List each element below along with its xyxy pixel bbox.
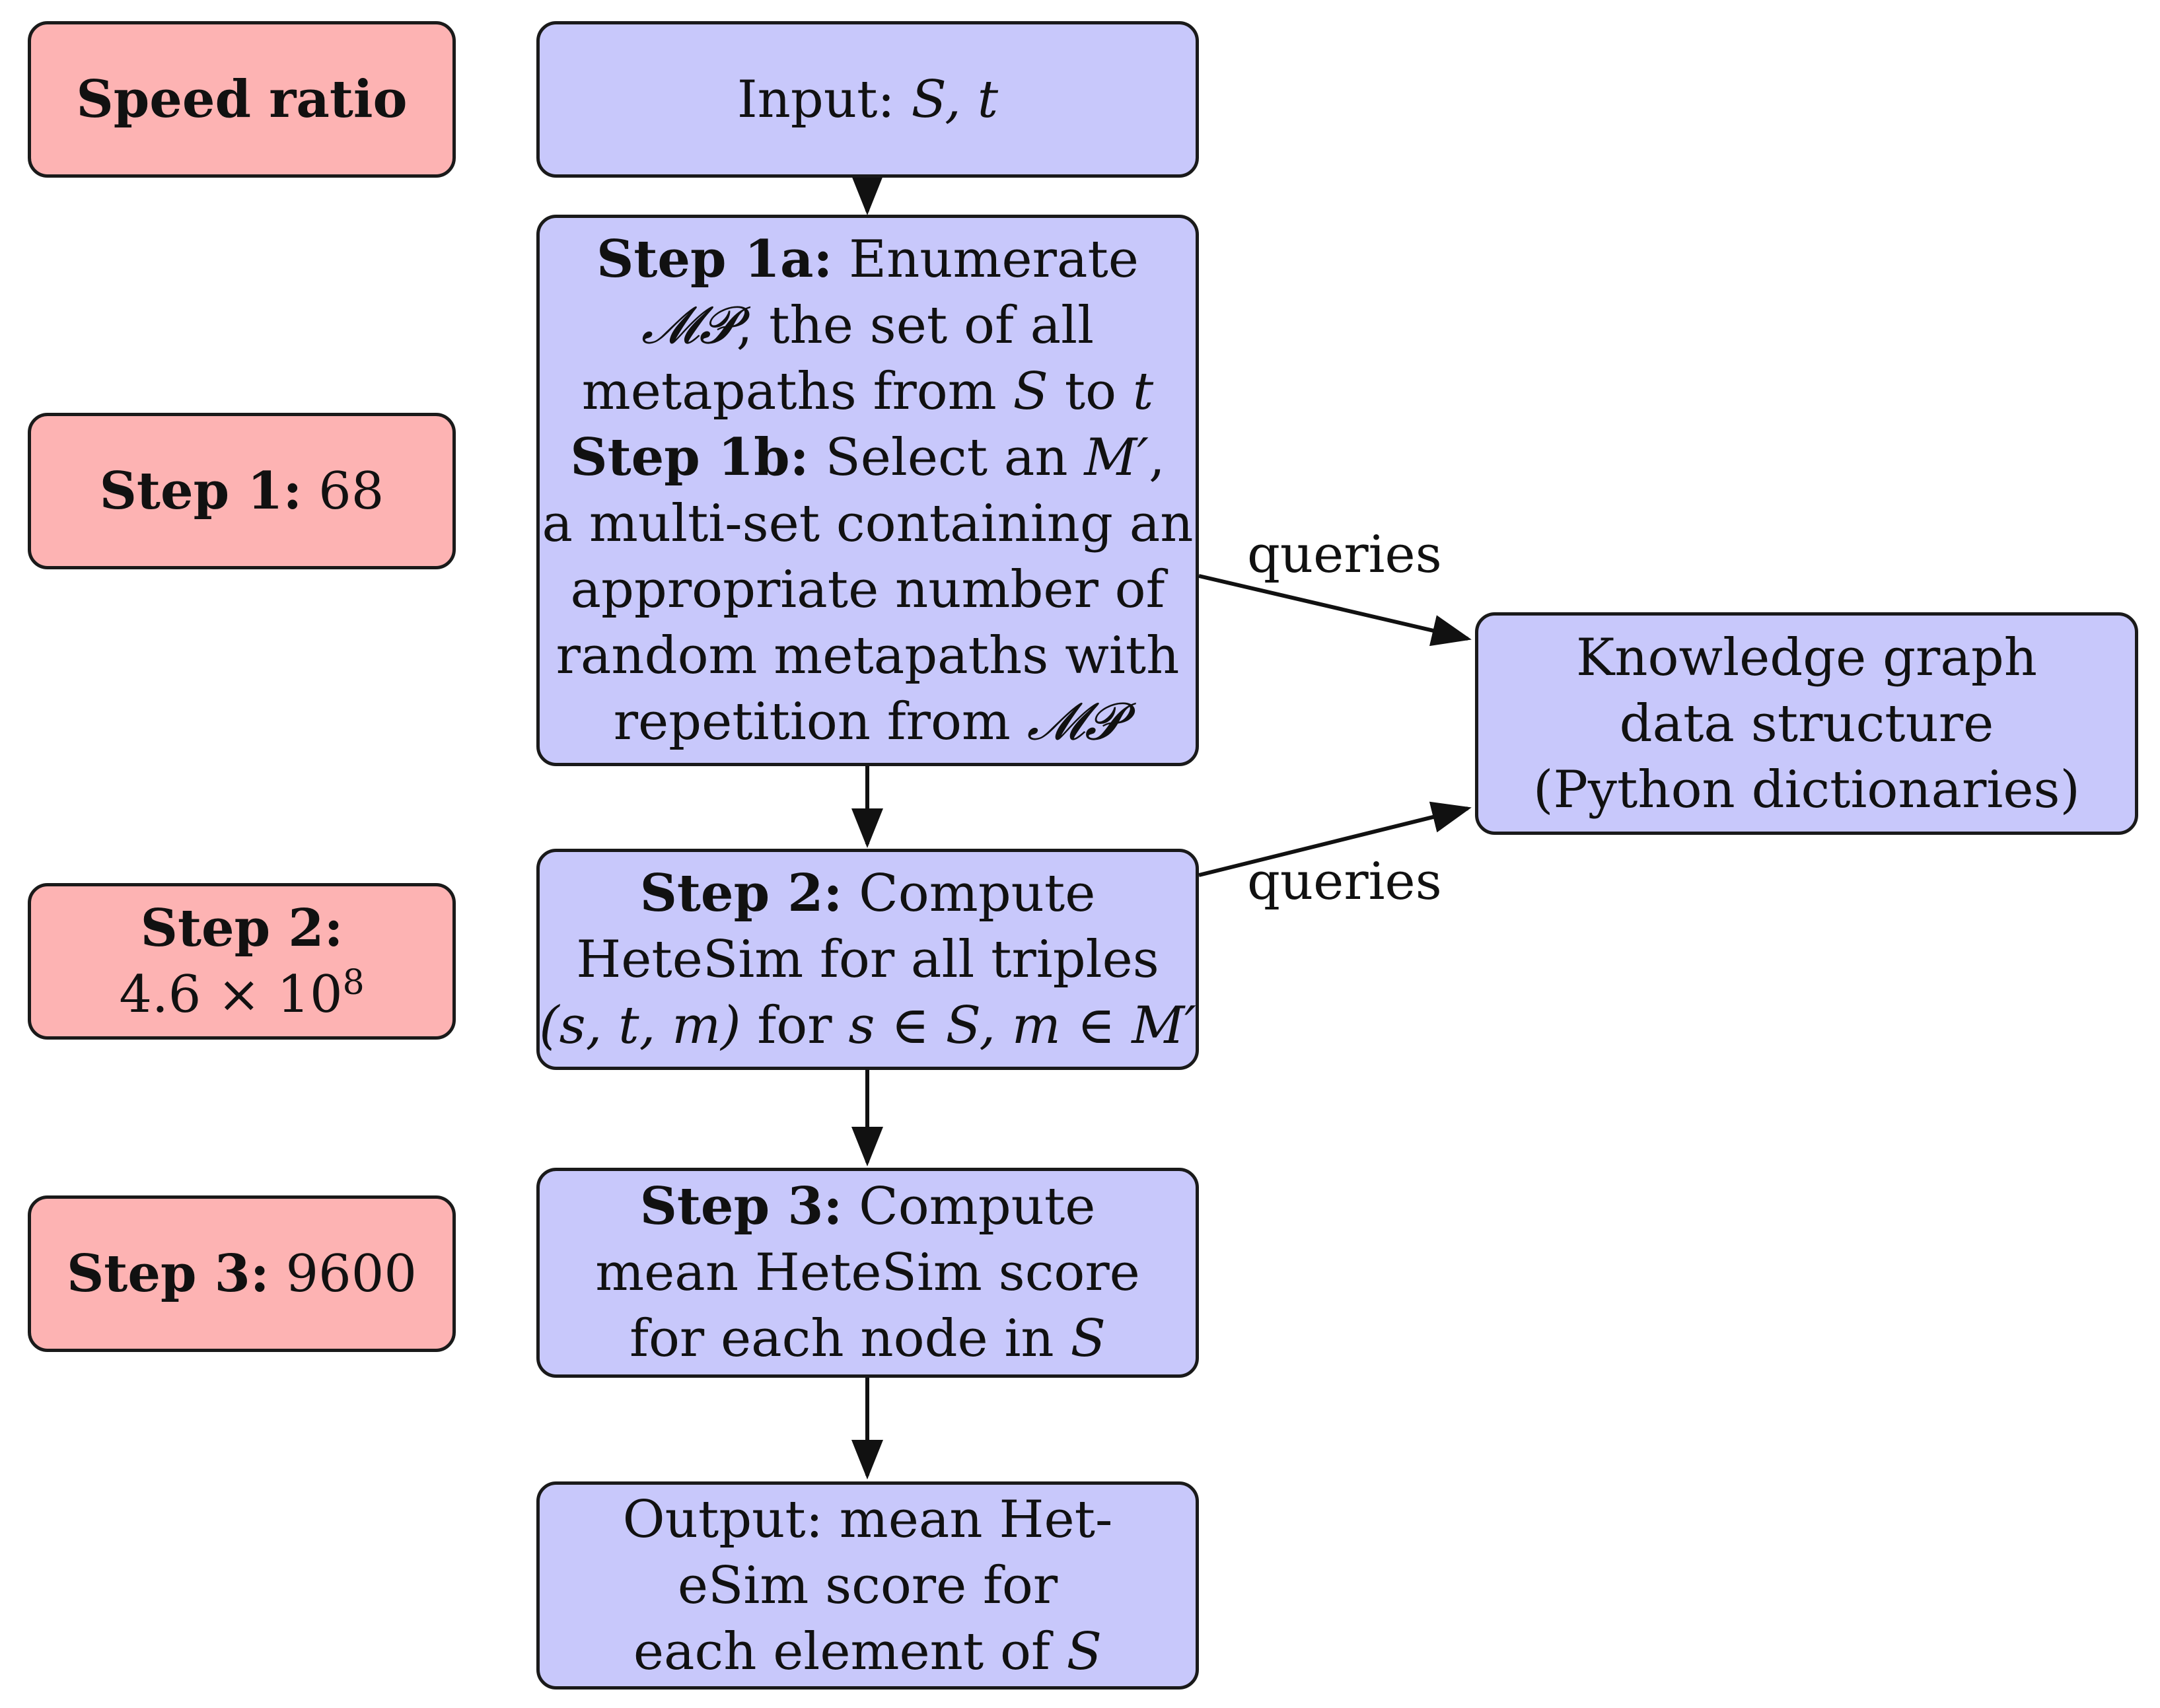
- speed-step3-value: 9600: [285, 1244, 417, 1304]
- speed-step2-exponent: 8: [342, 962, 365, 1003]
- speed-step2-label: Step 2:: [140, 898, 343, 958]
- step1a-text: Enumerate: [849, 229, 1139, 289]
- knowledge-graph-box: Knowledge graph data structure (Python d…: [1475, 612, 2138, 835]
- step1a-label: Step 1a:: [596, 229, 833, 289]
- step1a-t-symbol: t: [1132, 361, 1154, 421]
- output-text: each element of: [633, 1621, 1050, 1682]
- queries-label-bottom: queries: [1247, 852, 1442, 911]
- step1b-text: random metapaths with: [556, 625, 1180, 686]
- speed-step3-box: Step 3: 9600: [28, 1195, 456, 1352]
- step1b-label: Step 1b:: [570, 427, 809, 487]
- speed-ratio-header: Speed ratio: [28, 21, 456, 178]
- step2-label: Step 2:: [639, 863, 843, 923]
- output-text: Output: mean Het-: [622, 1489, 1113, 1549]
- output-text: eSim score for: [677, 1555, 1058, 1616]
- speed-step2-box: Step 2: 4.6 × 108: [28, 883, 456, 1040]
- step2-box: Step 2: Compute HeteSim for all triples …: [536, 849, 1199, 1070]
- speed-step1-value: 68: [318, 461, 384, 521]
- input-prefix: Input:: [737, 69, 895, 129]
- speed-ratio-header-text: Speed ratio: [76, 69, 408, 129]
- input-vars: S, t: [911, 69, 999, 129]
- step3-s-symbol: S: [1070, 1309, 1106, 1369]
- step2-triple-symbol: (s, t, m): [539, 995, 741, 1055]
- step1a-mp-symbol: 𝓜𝓟: [641, 295, 737, 355]
- step2-condition-symbol: s ∈ S, m ∈ M′: [848, 995, 1196, 1055]
- step3-text: Compute: [859, 1177, 1096, 1236]
- knowledge-graph-text: Knowledge graph: [1575, 627, 2038, 688]
- step1b-text: repetition from: [613, 692, 1011, 752]
- step2-text: Compute: [859, 863, 1096, 923]
- step1a-text: , the set of all: [736, 295, 1095, 355]
- step1b-m-prime-symbol: M′: [1084, 427, 1149, 487]
- step1a-text: to: [1064, 361, 1117, 421]
- step1b-text: a multi-set containing an: [542, 493, 1194, 553]
- step3-text: for each node in: [630, 1309, 1054, 1369]
- output-s-symbol: S: [1066, 1621, 1102, 1682]
- step2-text: HeteSim for all triples: [576, 929, 1159, 989]
- speed-step1-label: Step 1:: [99, 460, 303, 521]
- knowledge-graph-text: (Python dictionaries): [1533, 760, 2080, 820]
- queries-label-top: queries: [1247, 525, 1442, 585]
- arrow-step1-queries-kg: [1198, 574, 1472, 647]
- step1b-text: Select an: [825, 427, 1068, 487]
- step3-box: Step 3: Compute mean HeteSim score for e…: [536, 1168, 1199, 1378]
- step1-box: Step 1a: Enumerate 𝓜𝓟, the set of all me…: [536, 215, 1199, 766]
- step1a-s-symbol: S: [1013, 361, 1048, 421]
- step1b-text: ,: [1148, 427, 1165, 487]
- output-box: Output: mean Het- eSim score for each el…: [536, 1481, 1199, 1690]
- step3-label: Step 3:: [639, 1176, 843, 1236]
- input-box: Input: S, t: [536, 21, 1199, 178]
- speed-step2-value: 4.6 × 10: [119, 964, 343, 1024]
- speed-step3-label: Step 3:: [66, 1243, 270, 1304]
- step3-text: mean HeteSim score: [595, 1243, 1140, 1302]
- step2-text: for: [757, 995, 832, 1055]
- speed-step1-box: Step 1: 68: [28, 413, 456, 569]
- step1b-mp-symbol: 𝓜𝓟: [1026, 692, 1122, 752]
- step1b-text: appropriate number of: [570, 559, 1165, 620]
- knowledge-graph-text: data structure: [1619, 694, 1994, 754]
- step1a-text: metapaths from: [581, 361, 997, 421]
